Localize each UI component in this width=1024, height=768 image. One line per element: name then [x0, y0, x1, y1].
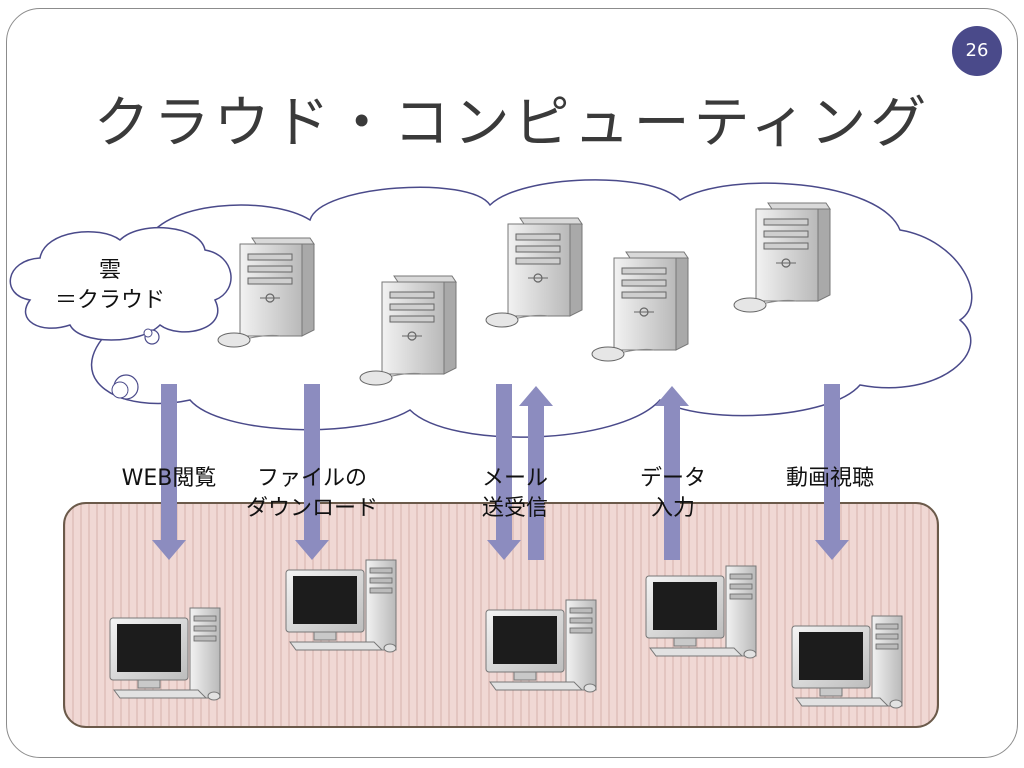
label-file-download-line1: ファイルの [256, 466, 367, 491]
arrow-down-download [295, 384, 329, 560]
arrow-down-video [815, 384, 849, 560]
page-number-badge: 26 [952, 26, 1002, 76]
slide-title: クラウド・コンピューティング [93, 91, 931, 156]
arrow-down-mail [487, 384, 521, 560]
speech-text-line1: 雲 [98, 258, 121, 283]
label-data-input-line2: 入力 [650, 496, 695, 521]
label-mail-line2: 送受信 [481, 496, 548, 521]
arrow-up-mail [519, 386, 553, 560]
label-mail-line1: メール [481, 466, 548, 491]
speech-bubble-dot [143, 328, 153, 338]
speech-cloud [9, 227, 232, 341]
speech-bubble-dot [111, 381, 129, 399]
arrow-up-data [655, 386, 689, 560]
label-video-viewing: 動画視聴 [785, 466, 874, 491]
label-file-download-line2: ダウンロード [245, 496, 378, 521]
arrow-down-web [152, 384, 186, 560]
speech-text-line2: ＝クラウド [54, 288, 165, 313]
label-data-input-line1: データ [639, 466, 706, 491]
label-web-browsing: WEB閲覧 [121, 466, 217, 491]
